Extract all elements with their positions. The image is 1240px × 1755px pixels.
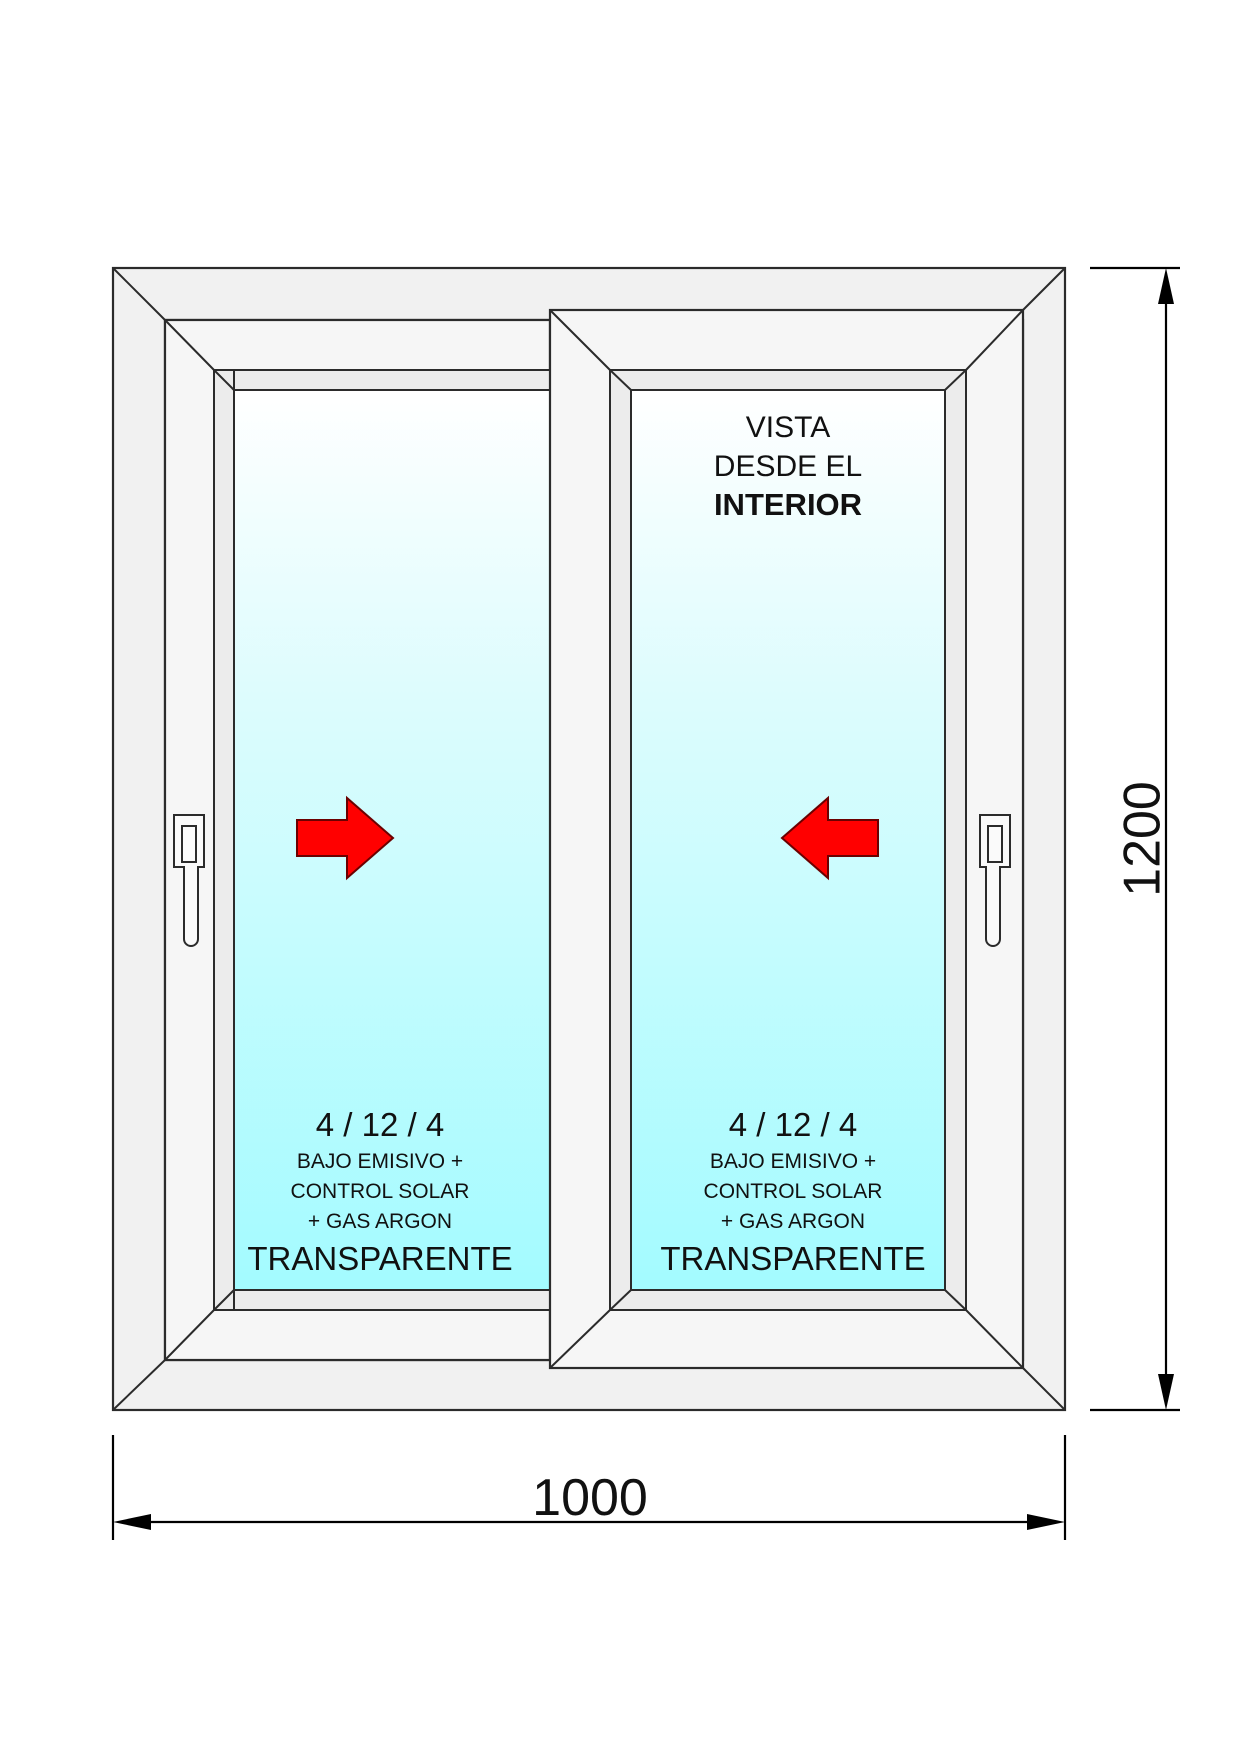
right-coating-3: + GAS ARGON [721,1210,865,1233]
view-note-line1: VISTA [746,411,830,444]
left-coating-2: CONTROL SOLAR [291,1180,470,1203]
left-coating-1: BAJO EMISIVO + [297,1150,463,1173]
right-coating-1: BAJO EMISIVO + [710,1150,876,1173]
left-glass-spec: 4 / 12 / 4 [316,1106,444,1143]
left-glass-type: TRANSPARENTE [247,1240,512,1277]
right-coating-2: CONTROL SOLAR [704,1180,883,1203]
height-label: 1200 [1114,781,1172,897]
right-glass-spec: 4 / 12 / 4 [729,1106,857,1143]
width-dimension [111,1435,1067,1540]
height-dimension [1090,266,1180,1412]
slide-right-arrow-icon [296,795,395,881]
left-coating-3: + GAS ARGON [308,1210,452,1233]
left-handle [173,814,205,947]
view-note-line2: DESDE EL [714,450,862,483]
left-sash [163,318,552,1362]
right-glass-type: TRANSPARENTE [660,1240,925,1277]
slide-left-arrow-icon [780,795,879,881]
view-note-line3: INTERIOR [714,487,862,522]
right-handle [979,814,1011,947]
width-label: 1000 [532,1469,648,1527]
